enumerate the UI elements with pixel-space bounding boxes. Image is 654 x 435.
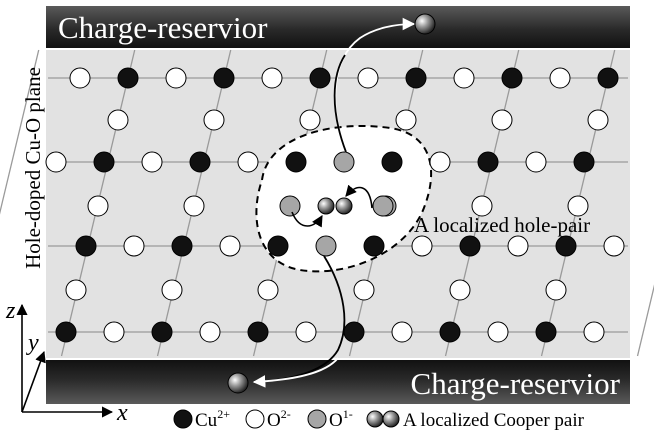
cu-atom [556, 236, 576, 256]
oxygen-atom [358, 68, 378, 88]
oxygen-atom [238, 152, 258, 172]
oxygen-atom [220, 236, 240, 256]
oxygen-atom [108, 110, 128, 130]
legend-cu-label: Cu2+ [195, 407, 230, 431]
cu-atom [172, 236, 192, 256]
oxygen-atom [430, 152, 450, 172]
oxygen-atom [258, 280, 278, 300]
oxygen-atom [166, 68, 186, 88]
oxygen-atom [488, 322, 508, 342]
legend-pair-marker-1 [367, 411, 383, 427]
oxygen-atom [162, 280, 182, 300]
cu-atom [598, 68, 618, 88]
reservoir-hole-top [415, 14, 435, 34]
legend-pair-marker-2 [383, 411, 399, 427]
cu-atom [310, 68, 330, 88]
oxygen-atom [204, 110, 224, 130]
cu-atom [76, 236, 96, 256]
oxygen-atom [184, 196, 204, 216]
axis-label-x: x [116, 400, 128, 426]
oxygen-atom [104, 322, 124, 342]
cooper-pair-hole-2 [336, 198, 352, 214]
cu-atom [574, 152, 594, 172]
cu-atom [214, 68, 234, 88]
cu-atom [118, 68, 138, 88]
oxygen-atom [66, 280, 86, 300]
cu-atom [460, 236, 480, 256]
oxygen-atom [450, 280, 470, 300]
oxygen-hole-atom [373, 196, 393, 216]
top-reservoir-label: Charge-reservior [58, 10, 268, 45]
cu-atom [502, 68, 522, 88]
legend-o2-label: O2- [267, 407, 291, 431]
oxygen-atom [392, 322, 412, 342]
cu-atom [478, 152, 498, 172]
cu-atom [382, 152, 402, 172]
legend-o1-label: O1- [329, 407, 353, 431]
localized-hole-pair-label: A localized hole-pair [414, 213, 590, 237]
oxygen-atom [46, 152, 66, 172]
cu-atom [364, 236, 384, 256]
oxygen-atom [88, 196, 108, 216]
oxygen-atom [546, 280, 566, 300]
cu-atom [190, 152, 210, 172]
oxygen-atom [142, 152, 162, 172]
oxygen-atom [588, 110, 608, 130]
oxygen-atom [454, 68, 474, 88]
oxygen-hole-atom [280, 196, 300, 216]
cu-atom [406, 68, 426, 88]
cu-atom [152, 322, 172, 342]
legend-o1-marker [308, 410, 326, 428]
cu-atom [440, 322, 460, 342]
oxygen-hole-atom [316, 236, 336, 256]
cu-atom [344, 322, 364, 342]
bottom-reservoir-label: Charge-reservior [411, 366, 621, 401]
oxygen-atom [584, 322, 604, 342]
oxygen-atom [550, 68, 570, 88]
cooper-pair-hole-1 [318, 198, 334, 214]
cu-atom [248, 322, 268, 342]
oxygen-atom [296, 322, 316, 342]
oxygen-atom [70, 68, 90, 88]
oxygen-hole-atom [334, 152, 354, 172]
legend-o2-marker [246, 410, 264, 428]
legend-cu-marker [174, 410, 192, 428]
oxygen-atom [492, 110, 512, 130]
oxygen-atom [604, 236, 624, 256]
cu-o-plane-label: Hole-doped Cu-O plane [21, 67, 45, 269]
oxygen-atom [396, 110, 416, 130]
cu-atom [536, 322, 556, 342]
oxygen-atom [262, 68, 282, 88]
reservoir-hole-bottom [228, 373, 248, 393]
lattice-column-line [638, 50, 654, 356]
axis-label-z: z [5, 298, 16, 324]
oxygen-atom [300, 110, 320, 130]
oxygen-atom [200, 322, 220, 342]
oxygen-atom [508, 236, 528, 256]
axis-label-y: y [26, 330, 39, 356]
legend: Cu2+ O2- O1- A localized Cooper pair [174, 407, 585, 431]
legend-pair-label: A localized Cooper pair [403, 410, 585, 431]
oxygen-atom [124, 236, 144, 256]
oxygen-atom [526, 152, 546, 172]
oxygen-atom [412, 236, 432, 256]
oxygen-atom [354, 280, 374, 300]
cu-atom [94, 152, 114, 172]
cu-atom [56, 322, 76, 342]
cu-atom [268, 236, 288, 256]
cu-atom [286, 152, 306, 172]
